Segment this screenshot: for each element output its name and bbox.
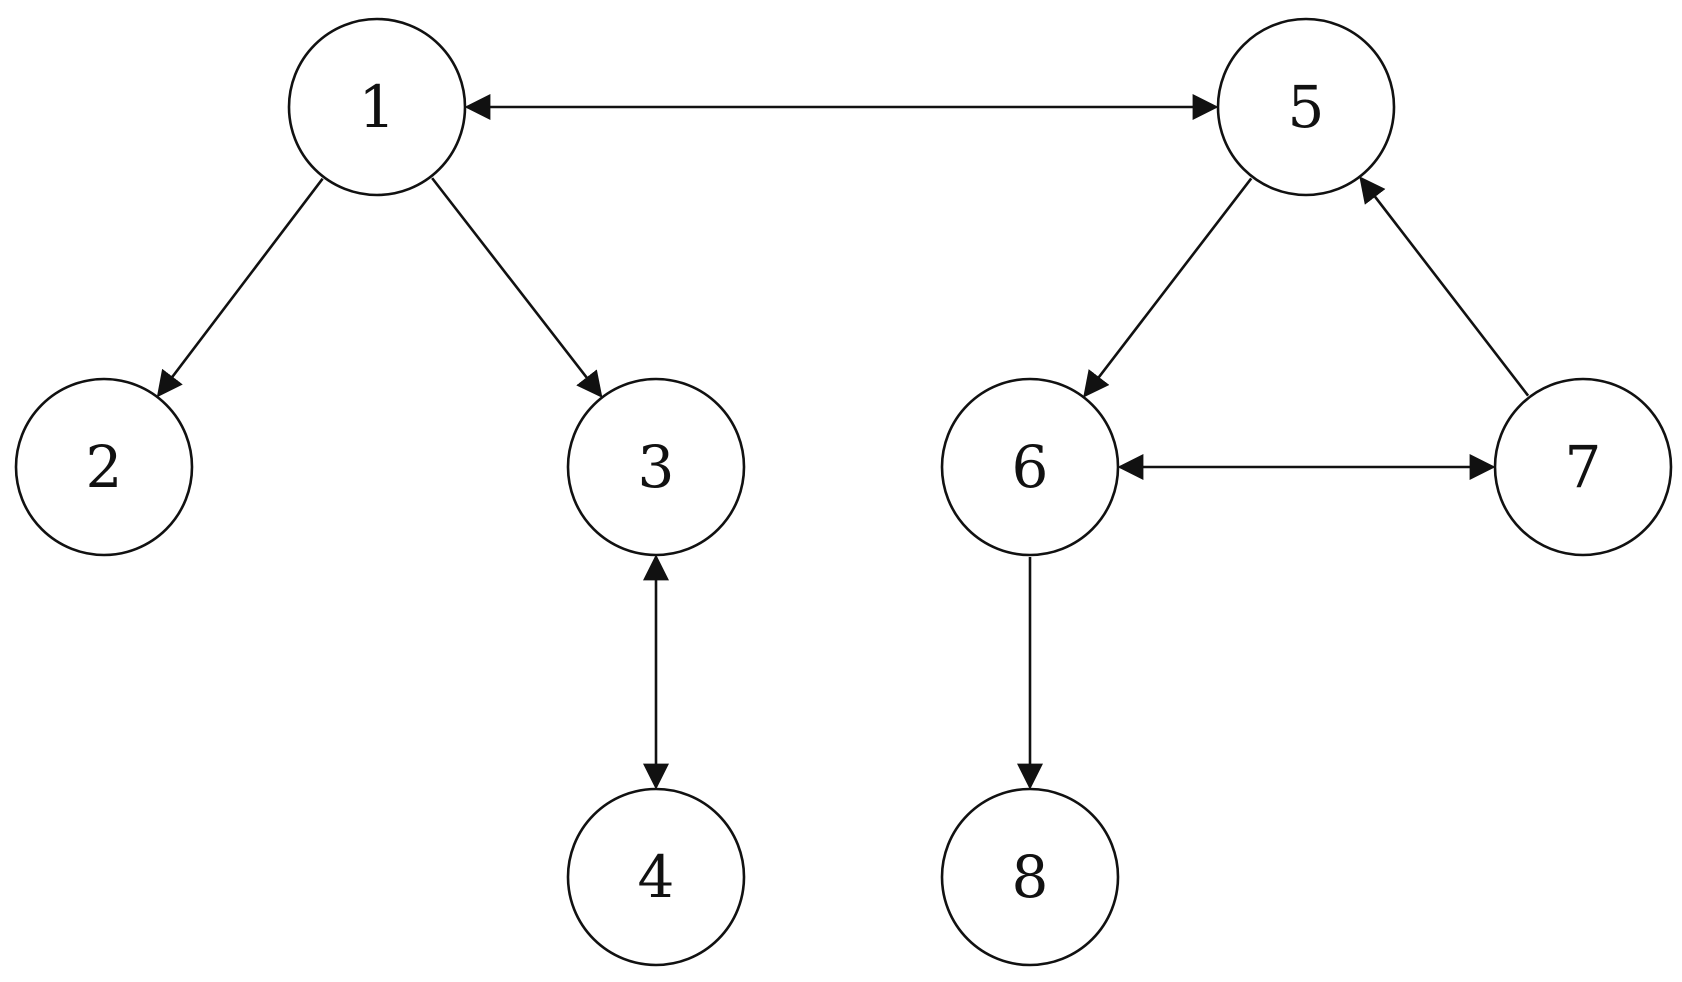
edge-1-2-arrow bbox=[156, 177, 324, 398]
node-8-circle bbox=[940, 787, 1120, 967]
node-2: 2 bbox=[14, 377, 194, 557]
node-7-label: 7 bbox=[1565, 433, 1602, 501]
node-1-label: 1 bbox=[359, 73, 396, 141]
node-5-circle bbox=[1216, 17, 1396, 197]
node-3-circle bbox=[566, 377, 746, 557]
node-6-label: 6 bbox=[1012, 433, 1049, 501]
node-1-circle bbox=[287, 17, 467, 197]
node-5-label: 5 bbox=[1288, 73, 1325, 141]
edges-layer bbox=[156, 94, 1530, 790]
node-1: 1 bbox=[287, 17, 467, 197]
node-8: 8 bbox=[940, 787, 1120, 967]
node-3-label: 3 bbox=[638, 433, 675, 501]
node-2-circle bbox=[14, 377, 194, 557]
node-8-label: 8 bbox=[1012, 843, 1049, 911]
edge-7-5-arrow bbox=[1359, 176, 1530, 397]
node-7: 7 bbox=[1493, 377, 1673, 557]
node-2-label: 2 bbox=[86, 433, 123, 501]
node-7-circle bbox=[1493, 377, 1673, 557]
nodes-layer: 1 2 3 4 5 6 7 8 bbox=[14, 17, 1673, 967]
node-4-circle bbox=[566, 787, 746, 967]
node-4: 4 bbox=[566, 787, 746, 967]
node-6-circle bbox=[940, 377, 1120, 557]
edge-5-6-arrow bbox=[1083, 177, 1253, 398]
node-3: 3 bbox=[566, 377, 746, 557]
node-5: 5 bbox=[1216, 17, 1396, 197]
node-6: 6 bbox=[940, 377, 1120, 557]
node-4-label: 4 bbox=[638, 843, 675, 911]
edge-1-3-arrow bbox=[431, 177, 603, 398]
